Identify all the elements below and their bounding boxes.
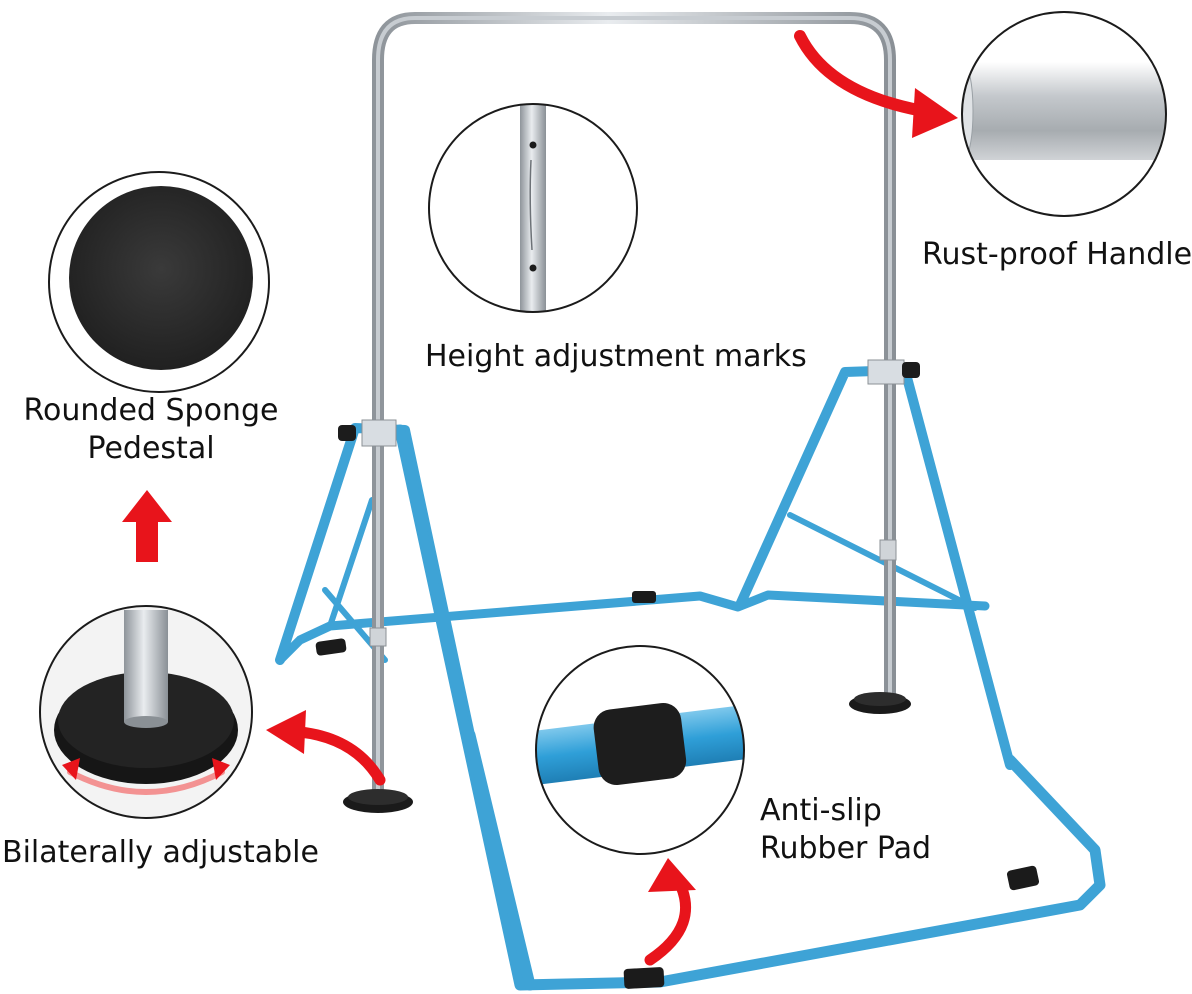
- sponge-label-line1: Rounded Sponge: [23, 393, 279, 428]
- antislip-label-line1: Anti-slip: [760, 793, 882, 828]
- height-marks-label: Height adjustment marks: [425, 339, 807, 374]
- red-arrow-pad: [644, 858, 696, 966]
- steel-bar: [372, 12, 896, 798]
- red-arrow-handle: [794, 30, 958, 138]
- rust-proof-label: Rust-proof Handle: [922, 237, 1192, 272]
- sponge-label-line2: Pedestal: [87, 431, 215, 466]
- base-detail-circle: [39, 605, 253, 819]
- rubber-pad-detail-circle: [535, 645, 745, 855]
- rubber-pads: [315, 591, 1040, 989]
- bilateral-label: Bilaterally adjustable: [2, 835, 319, 870]
- feet: [343, 692, 911, 813]
- red-arrow-base: [266, 710, 386, 786]
- red-arrow-up: [122, 490, 172, 562]
- adjustment-clamps: [338, 359, 920, 647]
- sponge-detail-circle: [48, 171, 270, 393]
- handle-detail-circle: [961, 11, 1167, 217]
- antislip-label-line2: Rubber Pad: [760, 831, 932, 866]
- height-marks-detail-circle: [428, 103, 638, 313]
